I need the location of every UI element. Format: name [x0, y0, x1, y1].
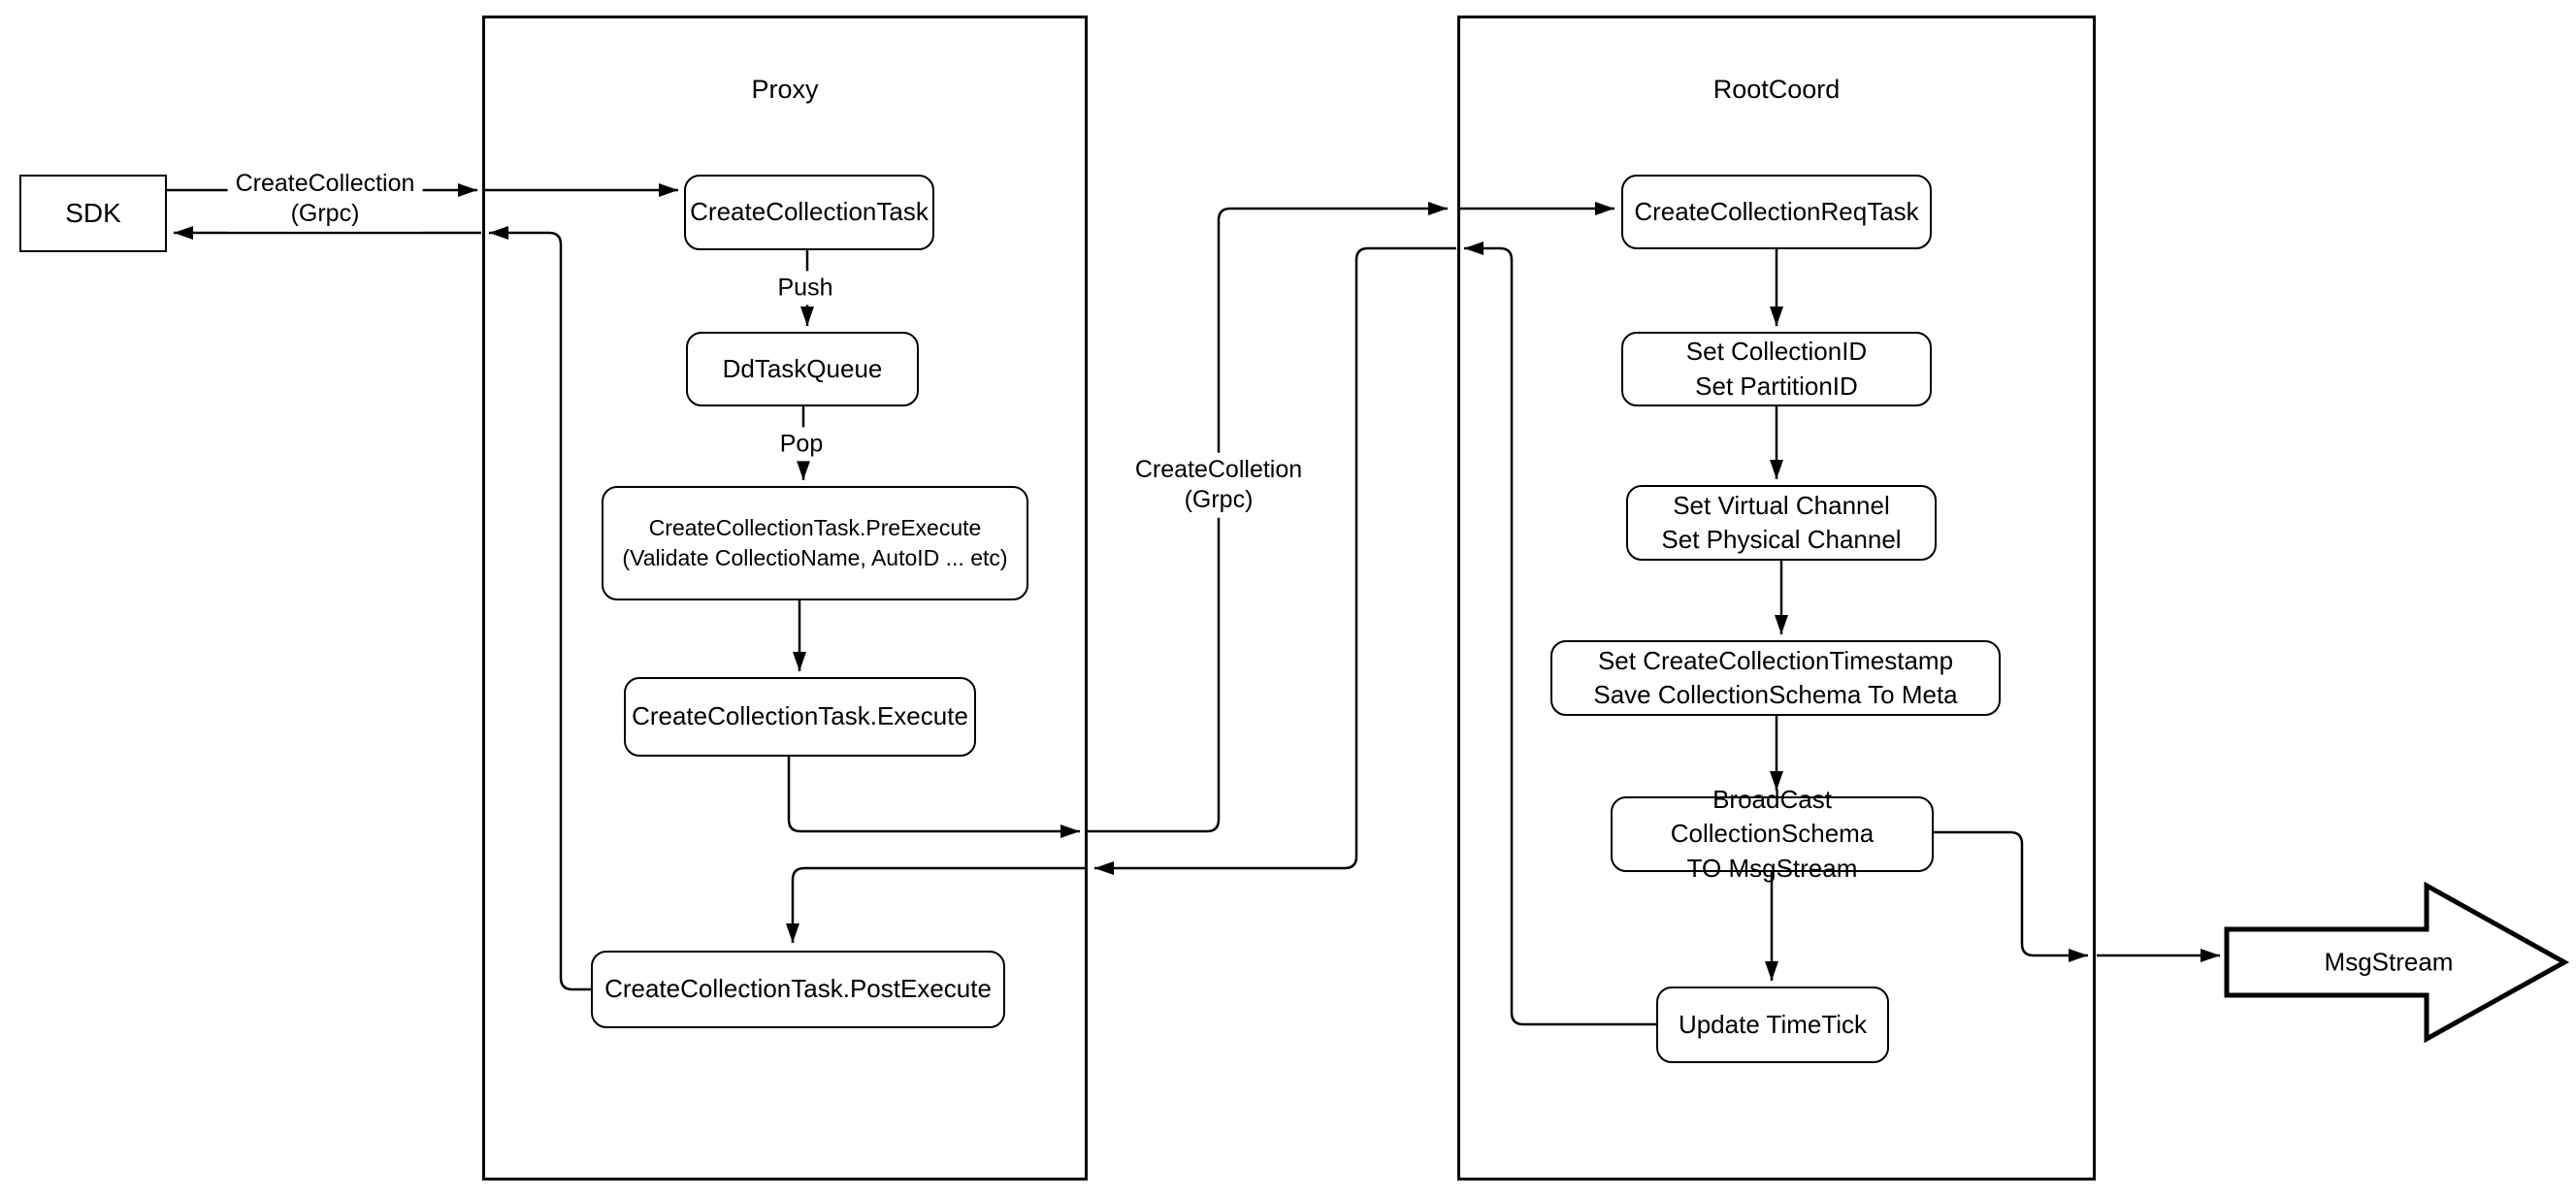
node-postexecute: CreateCollectionTask.PostExecute: [591, 951, 1005, 1028]
proxy-container: Proxy: [482, 16, 1088, 1181]
node-set-timestamp: Set CreateCollectionTimestamp Save Colle…: [1550, 640, 2001, 716]
node-update-timetick: Update TimeTick: [1656, 987, 1889, 1063]
node-create-collection-task: CreateCollectionTask: [684, 175, 934, 250]
node-create-collection-req-task: CreateCollectionReqTask: [1621, 175, 1932, 249]
edge-rootcoord-to-proxy-return: [1094, 246, 1456, 875]
msgstream-label: MsgStream: [2324, 947, 2454, 977]
node-dd-task-queue: DdTaskQueue: [686, 332, 919, 406]
node-broadcast: BroadCast CollectionSchema TO MsgStream: [1611, 785, 1934, 883]
edge-proxy-to-rootcoord-grpc: [1088, 202, 1448, 833]
rootcoord-container: RootCoord: [1457, 16, 2096, 1181]
edge-label-createcolletion-grpc: CreateColletion (Grpc): [1126, 452, 1311, 518]
edge-label-createcollection-grpc: CreateCollection (Grpc): [227, 166, 423, 232]
node-execute: CreateCollectionTask.Execute: [624, 677, 976, 757]
node-sdk: SDK: [19, 175, 167, 252]
proxy-container-title: Proxy: [751, 75, 819, 104]
node-set-collection-id: Set CollectionID Set PartitionID: [1621, 332, 1932, 406]
edge-label-push: Push: [769, 271, 841, 306]
edge-label-pop: Pop: [771, 427, 831, 462]
rootcoord-container-title: RootCoord: [1712, 75, 1841, 104]
node-set-channels: Set Virtual Channel Set Physical Channel: [1626, 485, 1937, 561]
node-preexecute: CreateCollectionTask.PreExecute (Validat…: [602, 486, 1028, 600]
